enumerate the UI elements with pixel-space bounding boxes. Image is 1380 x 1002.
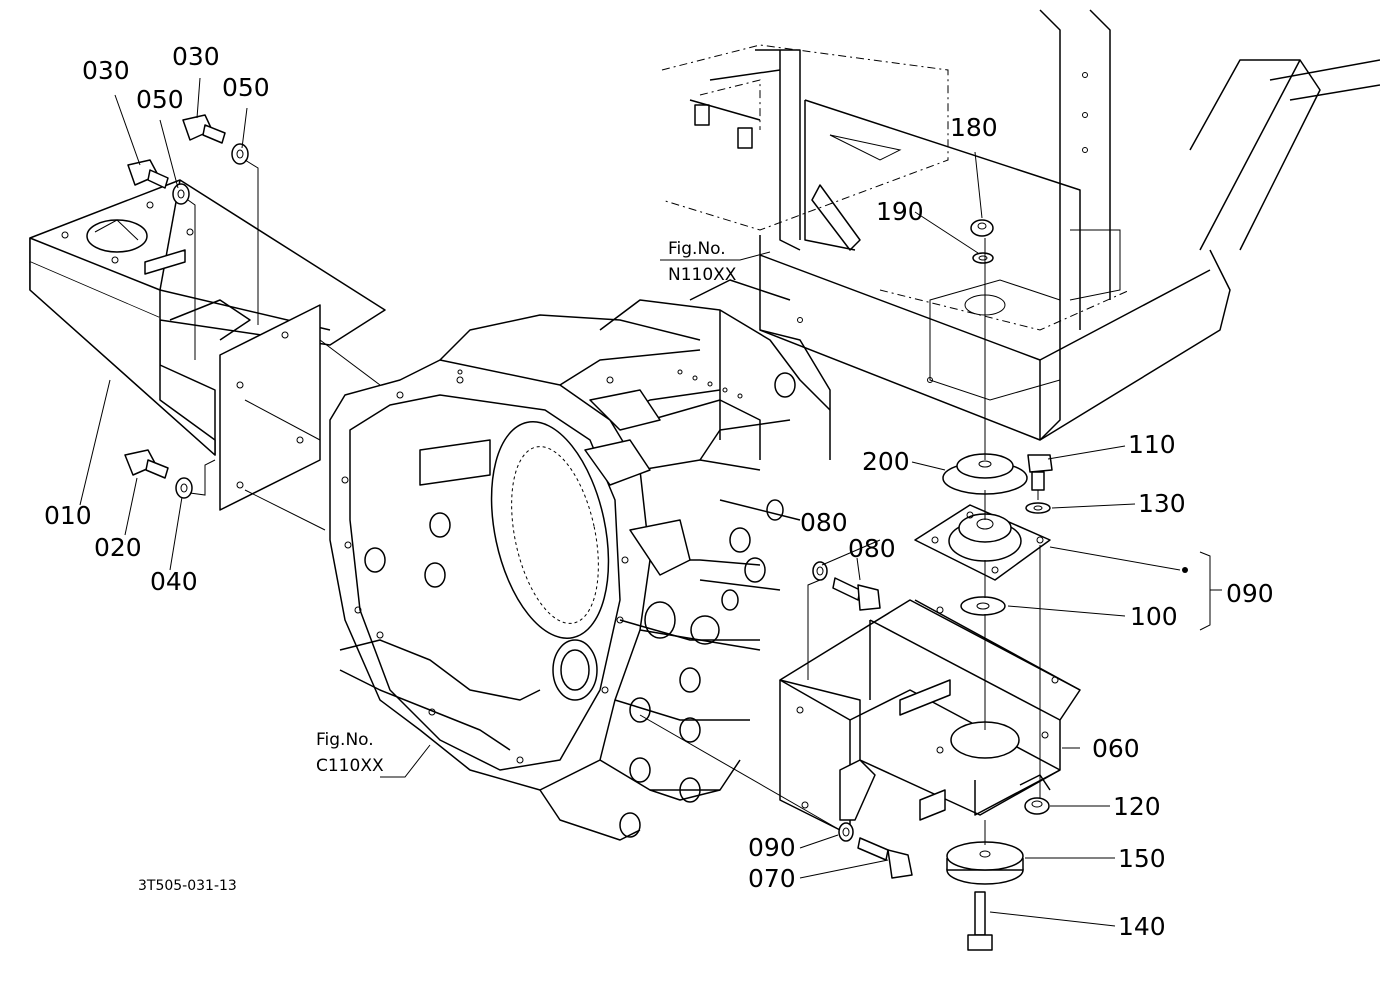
label-140: 120 [1113,792,1161,821]
left-bracket [29,179,386,511]
fig-ref-c110xx-line1: Fig.No. [316,730,374,750]
cab-frame [661,9,1380,441]
label-080: 080 [848,534,896,563]
fig-ref-c110xx-line2: C110XX [316,756,384,776]
washer-150 [1025,502,1051,514]
nut-140 [1024,797,1050,815]
label-030-b: 030 [172,42,220,71]
transmission-case [329,279,831,841]
diagram-code: 3T505-031-13 [138,878,237,894]
reference-dot-110 [1182,567,1188,573]
bolt-030-lower [127,159,190,205]
bolt-080 [812,561,881,611]
label-030-a: 030 [82,56,130,85]
bolt-070 [838,822,913,879]
nut-180 [970,219,994,237]
fig-ref-n110xx-line1: Fig.No. [668,239,726,259]
label-050-a: 050 [136,85,184,114]
label-200: 200 [862,447,910,476]
label-150: 130 [1138,489,1186,518]
bolt-130 [1027,454,1053,491]
cushion-170 [946,841,1024,885]
label-180: 180 [950,113,998,142]
label-040: 040 [150,567,198,596]
label-120: 100 [1130,602,1178,631]
label-020: 020 [94,533,142,562]
label-090: 090 [748,833,796,862]
label-050-b: 050 [222,73,270,102]
bolt-160 [967,891,993,951]
callout-labels: 030 050 030 050 010 020 040 180 190 200 … [44,42,1274,941]
label-170: 150 [1118,844,1166,873]
bolt-030-upper [182,114,249,165]
mount-plate-110 [914,504,1051,581]
label-160: 140 [1118,912,1166,941]
label-110: 090 [1226,579,1274,608]
leader-lines [79,77,1222,927]
right-bracket [779,599,1081,836]
bolt-020 [124,449,193,499]
label-100: 080 [800,508,848,537]
label-060: 060 [1092,734,1140,763]
label-130: 110 [1128,430,1176,459]
fig-ref-n110xx-line2: N110XX [668,265,737,285]
label-070: 070 [748,864,796,893]
figure-references: Fig.No. N110XX Fig.No. C110XX [316,239,737,776]
label-010: 010 [44,501,92,530]
label-190: 190 [876,197,924,226]
washer-120 [960,596,1006,616]
cushion-200 [942,453,1028,495]
washer-190 [972,252,994,264]
